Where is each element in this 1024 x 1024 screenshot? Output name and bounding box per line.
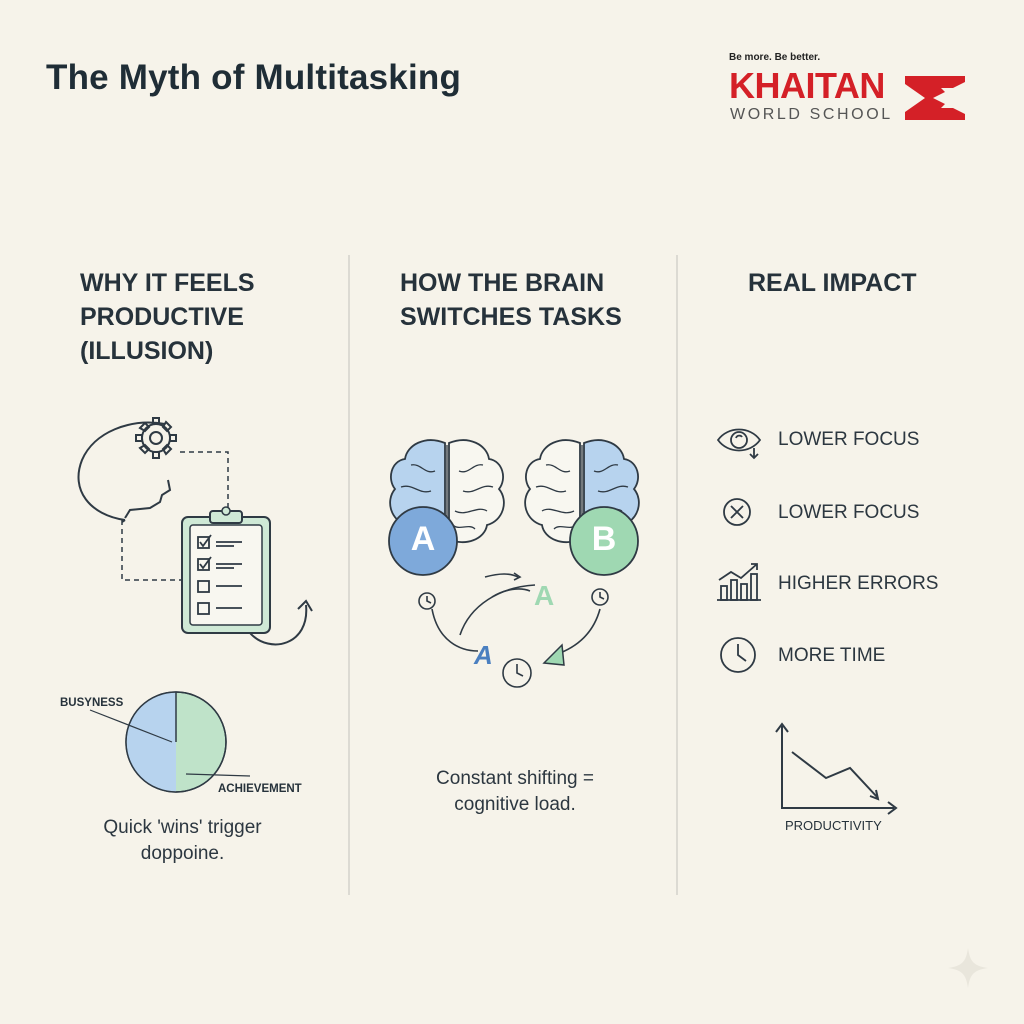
- logo-name: KHAITAN: [729, 65, 885, 106]
- clock-icon: [720, 637, 756, 673]
- column-heading-how: HOW THE BRAIN SWITCHES TASKS: [400, 269, 622, 331]
- x-circle-icon: [723, 498, 751, 526]
- impact-label-time: MORE TIME: [778, 645, 886, 666]
- brain-a-letter: A: [410, 520, 436, 558]
- impact-label-focus-2: LOWER FOCUS: [778, 502, 920, 523]
- column-divider-right: [676, 255, 678, 895]
- pie-label-busyness: BUSYNESS: [60, 697, 124, 709]
- switch-cycle-icon: [418, 572, 609, 688]
- bar-chart-icon: [717, 563, 761, 601]
- brain-b-letter: B: [591, 520, 617, 558]
- column-divider-left: [348, 255, 350, 895]
- clipboard-checklist-icon: [181, 506, 313, 646]
- eye-icon: [716, 428, 762, 460]
- impact-label-errors: HIGHER ERRORS: [778, 573, 939, 594]
- logo-tagline: Be more. Be better.: [729, 52, 821, 63]
- productivity-trend-icon: [775, 722, 898, 815]
- brain-b-icon: [524, 439, 640, 576]
- column-heading-why: WHY IT FEELS PRODUCTIVE (ILLUSION): [80, 269, 255, 365]
- column-heading-impact: REAL IMPACT: [748, 269, 917, 297]
- cycle-letter-a-blue: A: [474, 640, 493, 670]
- head-gears-icon: [77, 417, 229, 581]
- brain-a-icon: [388, 439, 505, 576]
- pie-chart-icon: [89, 691, 251, 793]
- column-caption-how: Constant shifting = cognitive load.: [436, 768, 594, 815]
- logo-chevron-icon: [905, 76, 965, 120]
- column-caption-why: Quick 'wins' trigger doppoine.: [103, 817, 262, 864]
- pie-label-achievement: ACHIEVEMENT: [218, 783, 302, 795]
- cycle-letter-a-green: A: [534, 580, 555, 611]
- chart-label-productivity: PRODUCTIVITY: [785, 818, 882, 833]
- sparkle-icon: [948, 948, 988, 988]
- impact-label-focus-1: LOWER FOCUS: [778, 429, 920, 450]
- logo-subtitle: WORLD SCHOOL: [730, 106, 893, 123]
- page-title: The Myth of Multitasking: [46, 58, 462, 97]
